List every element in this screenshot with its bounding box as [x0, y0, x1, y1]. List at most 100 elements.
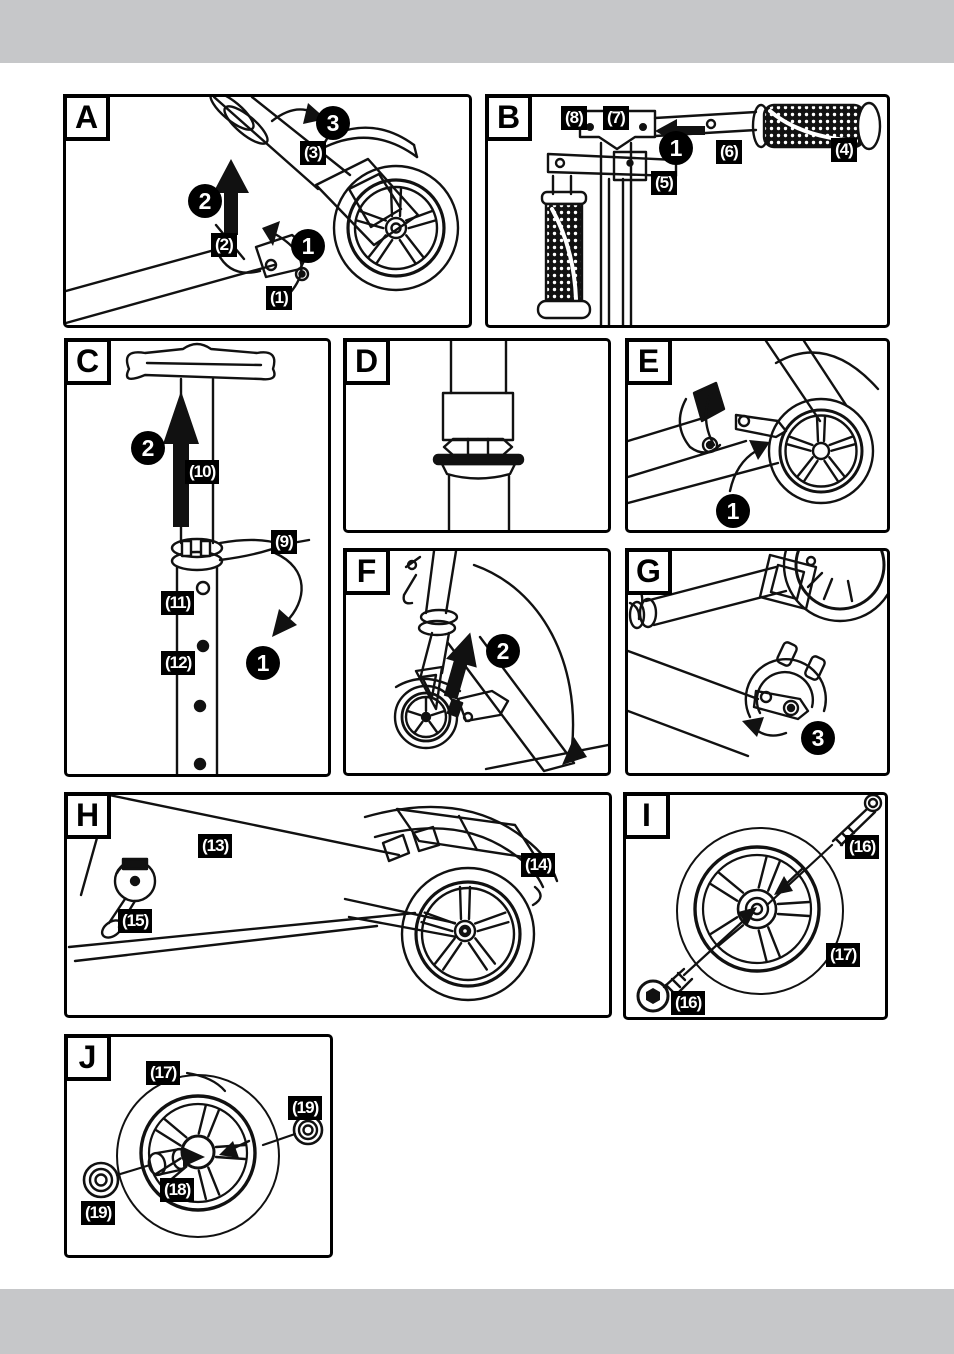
- arrow-up-icon: [213, 159, 249, 235]
- front-wheel-rim: [346, 178, 446, 278]
- folded-steer-tube: [644, 565, 788, 627]
- right-grip-endcap: [856, 101, 882, 151]
- adjust-hole-open: [195, 580, 211, 596]
- steer-tube: [599, 141, 633, 325]
- step-1: 1: [716, 494, 750, 528]
- part-label-11: (11): [161, 591, 195, 615]
- front-fork: [418, 631, 451, 681]
- rear-wheel-tire: [767, 397, 875, 505]
- part-label-13: (13): [198, 834, 233, 858]
- panel-b-illustration: [536, 101, 882, 325]
- arrow-curved-icon: [749, 440, 770, 460]
- panel-a-letter: A: [63, 94, 110, 141]
- panel-j: J: [64, 1034, 333, 1258]
- top-gray-band: [0, 0, 954, 63]
- rear-wheel-tire: [400, 866, 536, 1002]
- seal-ring: [432, 453, 525, 466]
- deck-top-edge: [107, 795, 401, 857]
- part-label-8: (8): [561, 106, 587, 130]
- front-wheel-tire: [332, 164, 460, 292]
- wheel-rim: [693, 845, 821, 973]
- panel-i: I: [623, 792, 888, 1020]
- lock-nut: [442, 437, 514, 457]
- part-label-2: (2): [211, 233, 237, 257]
- step-1: 1: [659, 131, 693, 165]
- panel-i-illustration: [636, 795, 883, 1013]
- lower-tube: [447, 474, 511, 530]
- part-label-16-top: (16): [845, 835, 880, 859]
- rear-wheel-partial: [782, 551, 887, 623]
- latch-disc: [744, 657, 827, 719]
- clamp-sleeve: [441, 391, 515, 442]
- wheel-spokes: [154, 1103, 247, 1201]
- panel-b: B: [485, 94, 890, 328]
- panel-f-illustration: [393, 551, 608, 773]
- panel-h-illustration: [67, 795, 559, 1002]
- panel-g-letter: G: [625, 548, 672, 595]
- panel-e-illustration: [628, 341, 880, 505]
- arrow-up-icon: [443, 632, 477, 700]
- arrow-icon: [738, 907, 757, 926]
- deck-edge: [66, 244, 231, 293]
- panel-h: H: [64, 792, 612, 1018]
- arrow-curved-icon: [262, 221, 280, 246]
- part-label-18: (18): [160, 1178, 195, 1202]
- step-3: 3: [801, 721, 835, 755]
- panel-f: F: [343, 548, 611, 776]
- bearing-left: [82, 1161, 120, 1199]
- steer-tube: [424, 551, 458, 615]
- panel-a: A: [63, 94, 472, 328]
- swing-arm: [343, 897, 459, 939]
- handlebar-top: [125, 342, 276, 381]
- wheel-hub: [736, 888, 778, 930]
- part-label-12: (12): [161, 651, 196, 675]
- rear-wheel-rim: [414, 880, 522, 988]
- part-label-19-right: (19): [288, 1096, 323, 1120]
- step-2: 2: [131, 431, 165, 465]
- left-grip-endcap: [536, 299, 592, 320]
- clamp-ring: [419, 608, 459, 626]
- part-label-19-left: (19): [81, 1201, 116, 1225]
- clamp-ring: [170, 537, 224, 559]
- panel-j-letter: J: [64, 1034, 111, 1081]
- brake-cable: [402, 555, 422, 605]
- latch-lever: [752, 689, 810, 721]
- arrow-icon: [183, 1147, 205, 1167]
- step-3: 3: [316, 106, 350, 140]
- part-label-17: (17): [146, 1061, 181, 1085]
- panel-c: C: [64, 338, 331, 777]
- part-label-6: (6): [716, 140, 742, 164]
- rear-wheel-rim: [778, 408, 864, 494]
- part-label-3: (3): [300, 141, 326, 165]
- front-wheel-rim: [400, 691, 452, 743]
- panel-e: E: [625, 338, 890, 533]
- rear-wheel-spokes: [786, 415, 856, 483]
- axle-bolt-head: [636, 979, 670, 1013]
- part-label-17: (17): [826, 943, 861, 967]
- arrow-curved-icon: [742, 717, 764, 737]
- panel-h-letter: H: [64, 792, 111, 839]
- panel-d-letter: D: [343, 338, 390, 385]
- fold-latch: [456, 689, 510, 723]
- part-label-7: (7): [603, 106, 629, 130]
- front-wheel-spokes: [355, 186, 437, 265]
- bottom-gray-band: 3: [0, 1289, 954, 1354]
- part-label-14: (14): [521, 853, 556, 877]
- panel-f-letter: F: [343, 548, 390, 595]
- handlebar-clamp-plate: [578, 109, 657, 151]
- panel-b-letter: B: [485, 94, 532, 141]
- panel-c-illustration: [125, 342, 311, 774]
- deck-edge: [628, 417, 780, 505]
- step-2: 2: [486, 634, 520, 668]
- rear-fender: [774, 351, 880, 391]
- rear-wheel-hub: [453, 919, 477, 943]
- arrow-icon: [219, 1141, 239, 1158]
- part-label-5: (5): [651, 171, 677, 195]
- deck-edge: [628, 649, 760, 758]
- rear-fork-plate: [758, 553, 818, 611]
- axle-bolt: [863, 795, 883, 813]
- step-2: 2: [188, 184, 222, 218]
- panel-d-illustration: [432, 341, 525, 530]
- panel-d: D: [343, 338, 611, 533]
- hex-socket: [646, 988, 660, 1004]
